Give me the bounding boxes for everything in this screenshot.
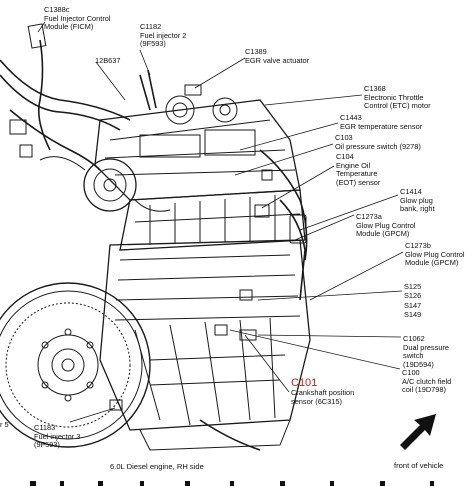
label-c1388c: C1388c Fuel Injector Control Module (FIC… <box>44 5 111 32</box>
c1062-line3: (19D594) <box>403 359 434 369</box>
c103-code: C103 <box>335 133 353 142</box>
c1443-line1: EGR temperature sensor <box>340 121 423 131</box>
c1273a-line2: Module (GPCM) <box>356 229 410 239</box>
connectors <box>9 23 307 411</box>
c100-line2: coil (19D798) <box>402 385 446 395</box>
orientation-label: front of vehicle <box>394 461 444 470</box>
label-c1443: C1443 EGR temperature sensor <box>340 113 423 131</box>
front-of-vehicle-arrow <box>400 414 436 450</box>
c1182-line1: Fuel injector 2 <box>140 30 187 40</box>
c1273b-line1: Glow Plug Control <box>405 249 465 259</box>
label-edge-left: r 5 <box>0 420 9 430</box>
c104-line3: (EOT) sensor <box>336 177 381 187</box>
c1273b-line2: Module (GPCM) <box>405 258 459 268</box>
label-c1389: C1389 EGR valve actuator <box>245 47 310 65</box>
label-c1273b: C1273b Glow Plug Control Module (GPCM) <box>405 241 465 268</box>
leader-lines <box>37 21 404 423</box>
splice-s126: S126 <box>404 291 422 301</box>
c1388c-code: C1388c <box>44 5 70 14</box>
c100-line1: A/C clutch field <box>402 376 452 386</box>
label-c101: C101 Crankshaft position sensor (6C315) <box>291 377 354 406</box>
bottom-edge-marks <box>30 481 434 486</box>
c1388c-line1: Fuel Injector Control <box>44 13 111 23</box>
c1062-code: C1062 <box>403 334 425 343</box>
turbocharger <box>39 156 171 212</box>
label-c1368: C1368 Electronic Throttle Control (ETC) … <box>364 84 431 111</box>
12b637-code: 12B637 <box>95 56 121 65</box>
c1062-line2: switch <box>403 351 424 361</box>
c101-line2: sensor (6C315) <box>291 396 342 406</box>
c1443-code: C1443 <box>340 113 362 122</box>
c101-code: C101 <box>291 377 318 389</box>
label-c1062: C1062 Dual pressure switch (19D594) <box>403 334 450 369</box>
engine-block <box>99 239 311 451</box>
c1368-line2: Control (ETC) motor <box>364 101 431 111</box>
label-c1182: C1182 Fuel injector 2 (9F593) <box>140 22 187 49</box>
label-c104: C104 Engine Oil Temperature (EOT) sensor <box>336 152 381 187</box>
c1273a-line1: Glow Plug Control <box>356 220 416 230</box>
c100-code: C100 <box>402 368 420 377</box>
label-12b637: 12B637 <box>95 56 121 66</box>
c1389-line1: EGR valve actuator <box>245 55 310 65</box>
edge-left-text: r 5 <box>0 420 9 429</box>
c104-line1: Engine Oil <box>336 160 371 170</box>
c1388c-line2: Module (FICM) <box>44 22 94 32</box>
c103-line1: Oil pressure switch (9278) <box>335 141 421 151</box>
splice-s125: S125 <box>404 282 422 291</box>
label-c103: C103 Oil pressure switch (9278) <box>335 133 421 151</box>
c101-line1: Crankshaft position <box>291 388 355 397</box>
diagram-caption: 6.0L Diesel engine, RH side <box>110 462 204 471</box>
c1368-code: C1368 <box>364 84 386 93</box>
label-c1414: C1414 Glow plug bank, right <box>400 187 435 214</box>
engine-drawing <box>0 21 404 451</box>
wiring-harness <box>0 39 308 451</box>
c1414-line1: Glow plug <box>400 195 433 205</box>
c1183-line2: (9F593) <box>34 440 60 450</box>
c1182-code: C1182 <box>140 22 162 31</box>
label-c1273a: C1273a Glow Plug Control Module (GPCM) <box>356 212 416 239</box>
c1182-line2: (9F593) <box>140 39 166 49</box>
c1368-line1: Electronic Throttle <box>364 92 424 102</box>
label-c1183: C1183 Fuel injector 3 (9F593) <box>34 423 81 450</box>
c1273b-code: C1273b <box>405 241 431 250</box>
splice-s147: S147 <box>404 300 422 310</box>
c1414-code: C1414 <box>400 187 422 196</box>
c1273a-code: C1273a <box>356 212 382 221</box>
flywheel <box>0 282 151 448</box>
splice-s149: S149 <box>404 310 422 320</box>
c1389-code: C1389 <box>245 47 267 56</box>
c104-code: C104 <box>336 152 354 161</box>
label-splice-group: S125 S126 S147 S149 <box>404 282 421 320</box>
c1062-line1: Dual pressure <box>403 342 450 352</box>
c1183-code: C1183 <box>34 423 56 432</box>
c1183-line1: Fuel injector 3 <box>34 431 81 441</box>
c104-line2: Temperature <box>336 169 378 179</box>
label-c100: C100 A/C clutch field coil (19D798) <box>402 368 452 395</box>
c1414-line2: bank, right <box>400 204 435 214</box>
